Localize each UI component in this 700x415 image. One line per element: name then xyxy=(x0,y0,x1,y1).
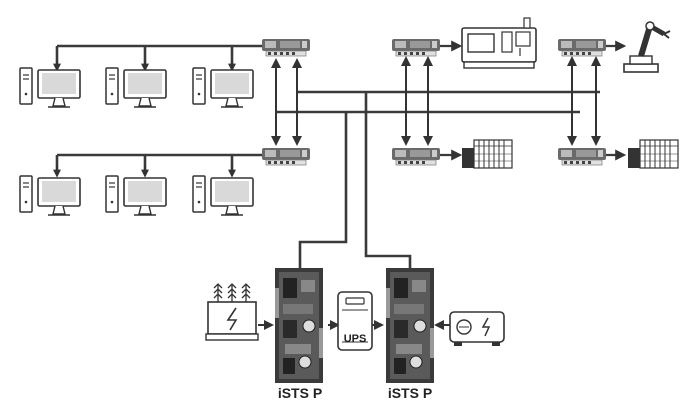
ists-uplinks xyxy=(298,92,412,268)
ists-left-label: iSTS P xyxy=(278,385,322,401)
din-rail-switch-icon xyxy=(261,38,311,57)
backbone-ring xyxy=(276,90,600,114)
switch-uplink-arrows xyxy=(271,56,601,146)
ists-right-label: iSTS P xyxy=(388,385,432,401)
bottom-left-drop-arrows xyxy=(53,166,236,178)
desktop-computer-icon xyxy=(19,67,81,108)
cnc-machine-icon xyxy=(461,17,537,69)
desktop-computer-icon xyxy=(192,67,254,108)
device-links xyxy=(440,40,627,161)
din-rail-switch-icon xyxy=(391,147,441,166)
din-rail-switch-icon xyxy=(391,38,441,57)
desktop-computer-icon xyxy=(192,175,254,216)
din-rail-switch-icon xyxy=(557,147,607,166)
io-module-rack-icon xyxy=(627,139,679,169)
desktop-computer-icon xyxy=(105,175,167,216)
desktop-computer-icon xyxy=(19,175,81,216)
top-left-drop-arrows xyxy=(53,60,236,72)
ists-board-icon xyxy=(274,267,324,384)
ups-icon xyxy=(337,291,373,351)
power-transformer-icon xyxy=(205,283,259,341)
din-rail-switch-icon xyxy=(557,38,607,57)
din-rail-switch-icon xyxy=(261,147,311,166)
ists-board-icon xyxy=(385,267,435,384)
robot-arm-icon xyxy=(623,21,671,73)
desktop-computer-icon xyxy=(105,67,167,108)
io-module-rack-icon xyxy=(461,139,513,169)
ups-label: UPS xyxy=(344,333,367,345)
generator-icon xyxy=(449,311,505,346)
